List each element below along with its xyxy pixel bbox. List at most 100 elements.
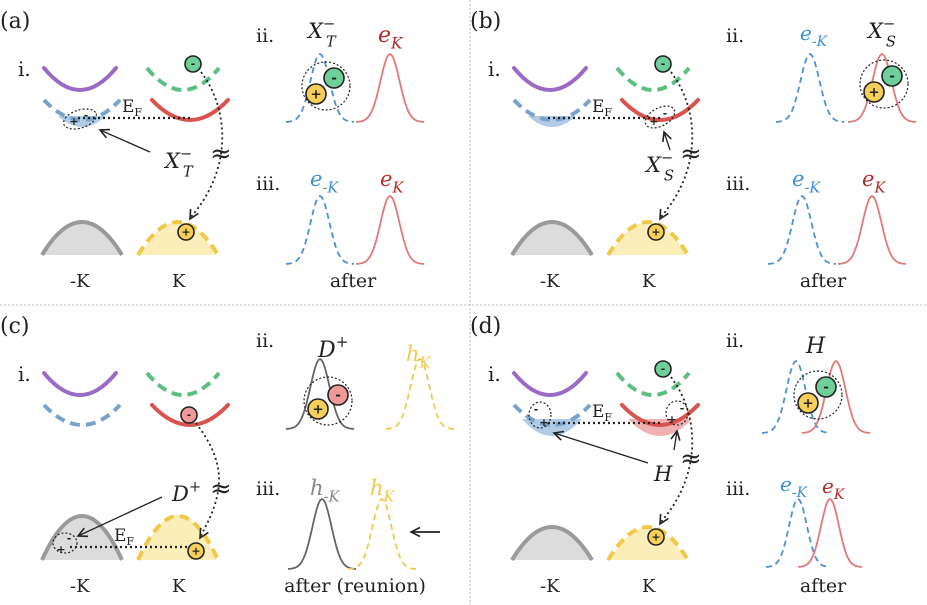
fermi-label-main: E — [592, 97, 604, 117]
exciton-hole-right: + — [667, 413, 676, 426]
annotation-label-main: X — [644, 153, 662, 177]
wave-bottom-yellow — [347, 497, 417, 570]
trion-electron-circle — [323, 67, 345, 89]
hole-ball-circle — [647, 223, 665, 241]
annotation-label: H — [653, 462, 673, 486]
label-bottom-1: e-K — [310, 167, 339, 196]
wave-bottom-blue — [767, 194, 837, 265]
sub-label-ii: ii. — [726, 330, 744, 352]
band-purple — [42, 371, 118, 397]
exciton-hole-left: + — [539, 416, 548, 429]
label-top-1: H — [805, 334, 826, 359]
trion-electron-circle — [881, 65, 903, 87]
label-bottom-2-sub: K — [391, 179, 404, 196]
exciton-electron-left: - — [534, 403, 539, 416]
electron-ball-sign: - — [187, 409, 191, 422]
label-top-1-main: H — [805, 334, 826, 359]
band-gray-valence — [510, 220, 594, 257]
wave-minus-k-blue — [285, 52, 355, 123]
label-bottom-1-main: e — [310, 167, 322, 191]
wave-k-red — [847, 52, 917, 123]
annotation-line — [77, 496, 163, 537]
approx-symbol: ≈ — [680, 139, 702, 169]
trion-circle — [859, 59, 909, 109]
label-top-2-sup: − — [883, 16, 895, 33]
valley-label-k: K — [172, 576, 186, 597]
annotation-label-sub: S — [664, 167, 674, 184]
label-top-1-sub: T — [326, 33, 337, 50]
transfer-arrowhead — [659, 513, 669, 526]
hole-ball: + — [647, 528, 665, 546]
blue-fermi-sea — [522, 419, 582, 436]
sub-label-ii: ii. — [256, 25, 274, 47]
approx-symbol: ≈ — [210, 474, 232, 504]
panel-label: (a) — [0, 9, 30, 34]
exciton-ellipse-right — [665, 400, 689, 426]
dopant-electron-circle — [327, 384, 349, 406]
trion-electron: - — [323, 67, 345, 89]
band-yellow-valence — [136, 220, 220, 257]
caption-after: after (reunion) — [284, 575, 426, 597]
trion-hole: + — [305, 83, 327, 105]
panel-label: (d) — [470, 314, 501, 339]
sub-label-ii: ii. — [726, 25, 744, 47]
wave-bottom-red — [837, 194, 907, 265]
band-red — [620, 98, 700, 122]
transfer-arrowhead — [199, 527, 209, 540]
sub-label-iii: iii. — [726, 173, 750, 195]
label-top-2: hK — [406, 342, 432, 371]
band-purple — [512, 66, 588, 92]
fermi-label-sub: F — [134, 106, 142, 119]
band-purple — [42, 66, 118, 92]
annotation-line — [553, 432, 649, 464]
annotation-label: X−T — [163, 146, 194, 181]
fermi-label: EF — [122, 97, 142, 119]
hole-ball-sign: + — [651, 531, 660, 544]
transfer-arrowhead — [189, 208, 199, 221]
hole-ball-sign: + — [651, 226, 660, 239]
electron-ball-sign: - — [191, 58, 195, 71]
hole-ball-sign: + — [181, 226, 190, 239]
exciton-ellipse — [62, 108, 98, 130]
label-bottom-1-sub: -K — [324, 488, 341, 505]
band-green-dashed — [145, 66, 221, 92]
dopant-electron-sign: - — [335, 388, 341, 404]
label-top-1: D+ — [317, 333, 349, 363]
wave-bottom-red — [355, 194, 425, 265]
panel-label: (b) — [470, 9, 501, 34]
label-top-2-sub: K — [390, 35, 404, 53]
trion-circle — [301, 61, 351, 111]
fermi-label-main: E — [592, 402, 604, 422]
exciton-hole: + — [649, 115, 658, 128]
electron-ball: - — [180, 406, 198, 424]
band-green-dashed — [615, 66, 691, 92]
band-yellow-valence — [136, 514, 220, 561]
label-top-2: X−S — [866, 16, 896, 51]
label-top-2-main: h — [406, 342, 420, 366]
transfer-arrowhead — [659, 208, 669, 221]
label-bottom-2-sub: K — [833, 487, 846, 503]
wave-bottom-gray — [287, 497, 357, 570]
band-red — [150, 403, 230, 427]
annotation-label-main: H — [653, 462, 673, 486]
hole-ball-circle — [177, 223, 195, 241]
label-bottom-2-main: e — [862, 167, 874, 191]
wave-k-red — [355, 52, 425, 123]
label-bottom-2-main: e — [822, 474, 834, 498]
fermi-label-sub: F — [604, 106, 612, 119]
annotation-label: D+ — [171, 479, 201, 506]
label-top-1: X−T — [306, 16, 337, 51]
label-top-1-main: D — [317, 338, 336, 363]
transfer-arrow — [659, 71, 694, 219]
sub-label-i: i. — [488, 362, 501, 386]
fermi-label: EF — [114, 526, 134, 548]
dopant-electron: - — [327, 384, 349, 406]
